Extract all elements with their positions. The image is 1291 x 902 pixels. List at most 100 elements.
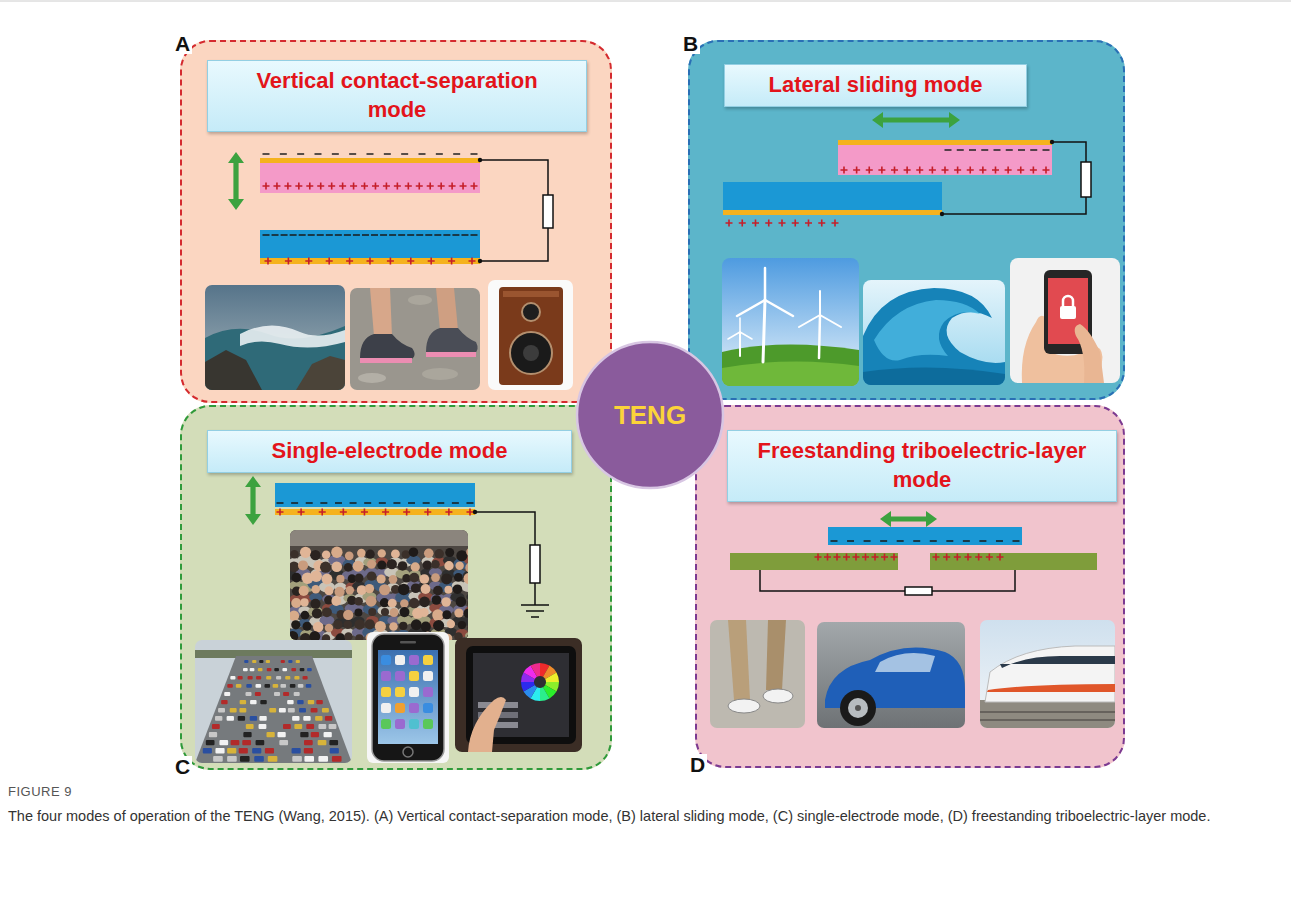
car-figures xyxy=(266,676,271,680)
car-figures xyxy=(248,676,253,680)
crowd-figures xyxy=(464,573,468,584)
crowd-figures xyxy=(354,619,364,629)
crowd-figures xyxy=(453,584,463,594)
car-figures xyxy=(294,724,302,729)
crowd-figures xyxy=(441,597,451,607)
app-icons xyxy=(409,687,419,697)
crowd-figures xyxy=(344,563,353,572)
car-figures xyxy=(250,700,256,704)
turbine-symbol xyxy=(739,332,741,356)
car-figures xyxy=(297,700,303,704)
speaker-photo xyxy=(523,345,539,361)
car-figures xyxy=(221,700,227,704)
crowd-figures xyxy=(454,573,463,582)
colour-wheel xyxy=(540,687,550,701)
crowd-figures xyxy=(300,547,311,558)
crowd-figures xyxy=(310,571,322,583)
train-photo xyxy=(987,684,1115,692)
car-tyre-photo xyxy=(855,705,861,711)
crowd-figures xyxy=(354,574,363,583)
car-figures xyxy=(303,716,310,721)
walking-shoes-photo xyxy=(360,358,412,363)
crowd-figures xyxy=(325,624,333,632)
walking-shoes-photo xyxy=(358,373,386,383)
phone-lock-photo xyxy=(1060,306,1076,319)
car-figures xyxy=(254,756,264,762)
car-figures xyxy=(282,668,287,671)
walking-shoes-photo xyxy=(426,352,476,357)
lateral-sliding-schematic xyxy=(942,142,1086,214)
freestanding-schematic xyxy=(828,527,1022,545)
ocean-wave-photo xyxy=(874,300,980,361)
crowd-figures xyxy=(291,598,301,608)
car-figures xyxy=(304,748,313,754)
crowd-figures xyxy=(346,586,354,594)
app-icons xyxy=(381,687,391,697)
positive-charges xyxy=(815,554,898,561)
mode-panel: BLateral sliding mode xyxy=(688,40,1125,400)
wind-turbine-photo xyxy=(722,258,859,386)
car-figures xyxy=(209,732,217,737)
lateral-sliding-schematic xyxy=(723,182,942,210)
wind-turbine-photo xyxy=(722,258,859,386)
walking-shoes-photo xyxy=(408,295,432,305)
car-figures xyxy=(240,700,246,704)
negative-charges xyxy=(263,153,478,155)
car-figures xyxy=(294,676,299,680)
car-figures xyxy=(325,716,332,721)
crowd-figures xyxy=(365,584,374,593)
positive-charges xyxy=(726,220,839,227)
crowd-figures xyxy=(322,607,332,617)
crowd-photo xyxy=(290,530,468,546)
positive-charges xyxy=(933,554,1004,561)
crowd-figures xyxy=(442,610,451,619)
wind-turbine-photo xyxy=(722,361,859,386)
car-tyre-photo xyxy=(848,698,868,718)
car-figures xyxy=(256,676,261,680)
crowd-figures xyxy=(433,586,443,596)
crowd-figures xyxy=(344,620,353,629)
car-tyre-photo xyxy=(875,653,935,672)
crowd-figures xyxy=(402,574,410,582)
speaker-photo xyxy=(503,291,559,297)
car-figures xyxy=(273,684,279,688)
crowd-figures xyxy=(377,560,386,569)
car-figures xyxy=(274,692,280,696)
page-rule xyxy=(0,1,1291,2)
crowd-figures xyxy=(424,549,434,559)
crowd-figures xyxy=(292,573,302,583)
crowd-figures xyxy=(399,622,407,630)
car-figures xyxy=(292,748,301,754)
app-icons xyxy=(409,703,419,713)
positive-charges xyxy=(265,258,476,265)
train-photo xyxy=(980,620,1115,728)
app-icons xyxy=(423,671,433,681)
crowd-figures xyxy=(431,560,440,569)
crowd-figures xyxy=(447,620,455,628)
car-tyre-photo xyxy=(817,622,965,728)
car-figures xyxy=(311,708,318,712)
crowd-figures xyxy=(381,608,389,616)
car-figures xyxy=(269,708,276,712)
crowd-figures xyxy=(465,562,468,572)
crowd-figures xyxy=(458,621,466,629)
turbine-symbol xyxy=(819,315,820,358)
car-figures xyxy=(300,668,305,671)
car-figures xyxy=(212,724,220,729)
ocean-wave-photo xyxy=(205,350,262,390)
contact-separation-schematic xyxy=(260,163,480,193)
car-figures xyxy=(303,676,308,680)
car-figures xyxy=(244,660,248,663)
crowd-figures xyxy=(320,562,331,573)
crowd-photo xyxy=(290,530,468,640)
crowd-figures xyxy=(423,560,432,569)
car-figures xyxy=(299,708,306,712)
crowd-figures xyxy=(375,621,386,632)
car-figures xyxy=(203,748,212,754)
car-figures xyxy=(250,668,255,671)
contact-separation-schematic xyxy=(260,258,480,264)
ocean-wave-photo xyxy=(205,285,345,390)
car-figures xyxy=(250,716,257,721)
car-figures xyxy=(307,668,312,671)
